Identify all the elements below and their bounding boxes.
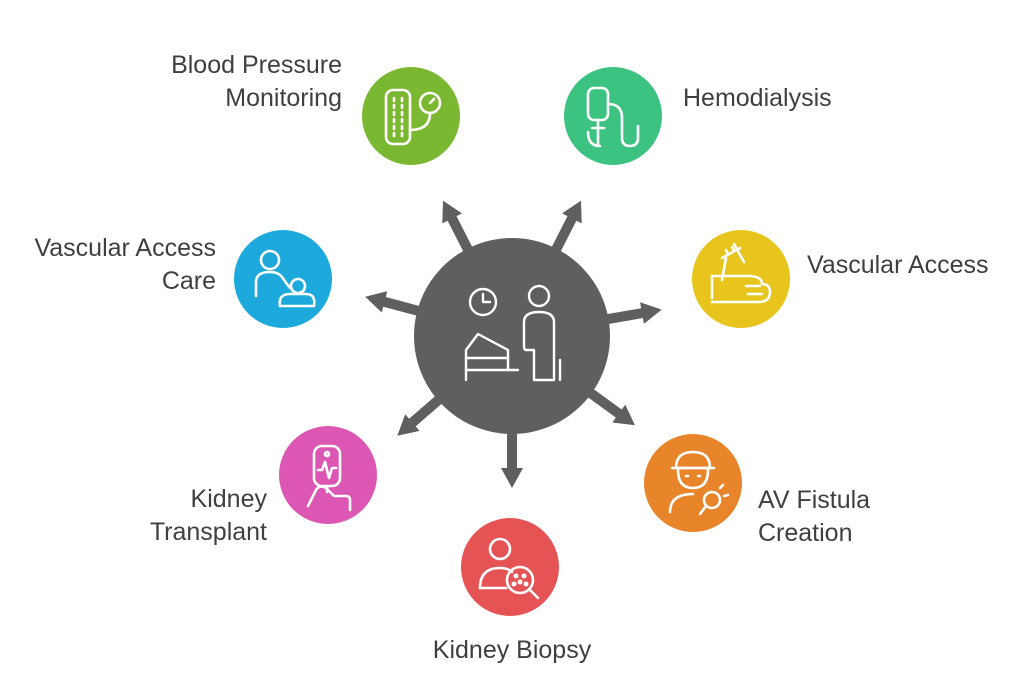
label-line: Creation: [758, 519, 853, 547]
dialysis-tube-icon: [586, 86, 640, 148]
node-kidney-biopsy: [461, 518, 559, 616]
label-line: Vascular Access: [807, 251, 989, 279]
node-circle: [461, 518, 559, 616]
arrow-to-kidney-transplant: [397, 391, 448, 436]
node-av-fistula-creation: [644, 434, 742, 532]
label-line: Transplant: [149, 518, 267, 546]
label-line: Monitoring: [225, 84, 342, 112]
label-vascular-access-care: Vascular Access Care: [2, 232, 216, 298]
label-vascular-access: Vascular Access: [807, 249, 989, 282]
clock-and-patient-icon: [464, 284, 562, 382]
caregiver-icon: [254, 249, 316, 308]
node-kidney-transplant: [279, 426, 377, 524]
label-line: AV Fistula: [758, 486, 871, 514]
label-line: Care: [161, 267, 216, 295]
label-hemodialysis: Hemodialysis: [683, 82, 832, 115]
hub-circle: [414, 238, 610, 434]
biopsy-magnifier-icon: [478, 537, 540, 600]
node-blood-pressure-monitoring: [362, 67, 460, 165]
label-line: Kidney: [190, 485, 267, 513]
label-kidney-transplant: Kidney Transplant: [40, 483, 267, 549]
arrow-to-av-fistula-creation: [581, 384, 635, 426]
arrow-to-blood-pressure-monitoring: [442, 200, 476, 259]
transplant-bag-icon: [306, 444, 352, 512]
node-circle: [644, 434, 742, 532]
label-line: Blood Pressure: [171, 51, 342, 79]
node-circle: [564, 67, 662, 165]
arm-syringe-icon: [710, 242, 772, 304]
node-vascular-access: [692, 230, 790, 328]
blood-pressure-monitor-icon: [384, 88, 442, 146]
node-vascular-access-care: [234, 230, 332, 328]
label-line: Hemodialysis: [683, 84, 832, 112]
node-hemodialysis: [564, 67, 662, 165]
central-hub: [414, 238, 610, 434]
arrow-to-kidney-biopsy: [501, 426, 523, 488]
label-kidney-biopsy: Kidney Biopsy: [402, 634, 622, 667]
arrow-to-vascular-access: [599, 302, 662, 326]
label-blood-pressure-monitoring: Blood Pressure Monitoring: [104, 49, 342, 115]
label-av-fistula-creation: AV Fistula Creation: [758, 484, 870, 550]
label-line: Kidney Biopsy: [432, 636, 592, 664]
surgeon-icon: [668, 450, 730, 516]
hub-arrows: [365, 200, 662, 488]
label-line: Vascular Access: [34, 234, 216, 262]
arrow-to-hemodialysis: [548, 200, 582, 259]
arrow-to-vascular-access-care: [365, 291, 427, 318]
node-circle: [692, 230, 790, 328]
